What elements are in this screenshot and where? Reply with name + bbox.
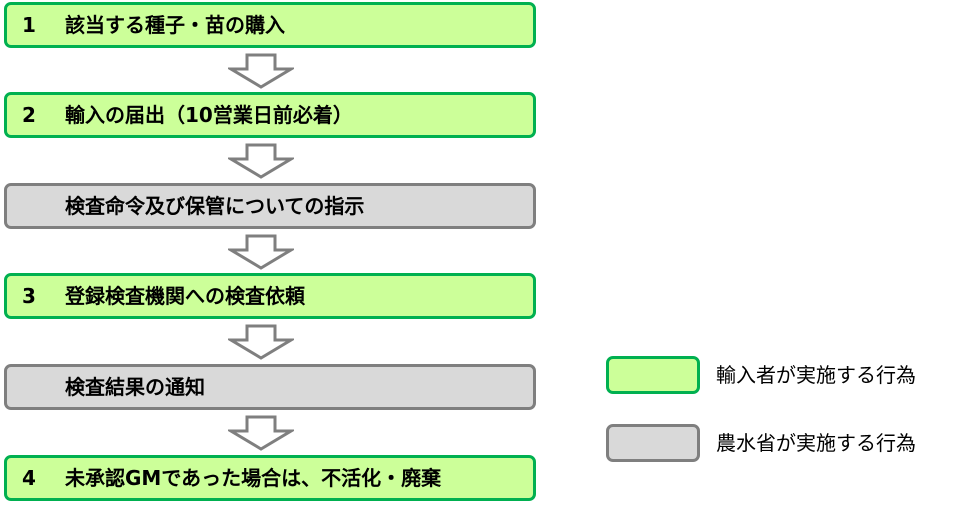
step-label: 登録検査機関への検査依頼 <box>65 284 305 308</box>
legend-label-importer: 輸入者が実施する行為 <box>716 363 916 387</box>
step-label: 未承認GMであった場合は、不活化・廃棄 <box>65 466 442 490</box>
legend-swatch-ministry <box>606 424 700 462</box>
step-3-box: 3 登録検査機関への検査依頼 <box>4 273 536 319</box>
step-label: 検査命令及び保管についての指示 <box>65 194 365 218</box>
step-number: 4 <box>22 466 36 490</box>
down-arrow-icon <box>228 415 294 451</box>
down-arrow-icon <box>228 143 294 179</box>
step-number: 3 <box>22 284 36 308</box>
down-arrow-icon <box>228 324 294 360</box>
step-4-box: 4 未承認GMであった場合は、不活化・廃棄 <box>4 455 536 501</box>
step-label: 検査結果の通知 <box>65 375 205 399</box>
legend-swatch-importer <box>606 356 700 394</box>
step-number: 1 <box>22 13 36 37</box>
step-label: 該当する種子・苗の購入 <box>65 13 285 37</box>
legend-label-ministry: 農水省が実施する行為 <box>716 431 916 455</box>
inspection-order-box: 検査命令及び保管についての指示 <box>4 183 536 229</box>
step-1-box: 1 該当する種子・苗の購入 <box>4 2 536 48</box>
step-label: 輸入の届出（10営業日前必着） <box>65 103 353 127</box>
inspection-result-box: 検査結果の通知 <box>4 364 536 410</box>
step-2-box: 2 輸入の届出（10営業日前必着） <box>4 92 536 138</box>
down-arrow-icon <box>228 234 294 270</box>
step-number: 2 <box>22 103 36 127</box>
down-arrow-icon <box>228 53 294 89</box>
